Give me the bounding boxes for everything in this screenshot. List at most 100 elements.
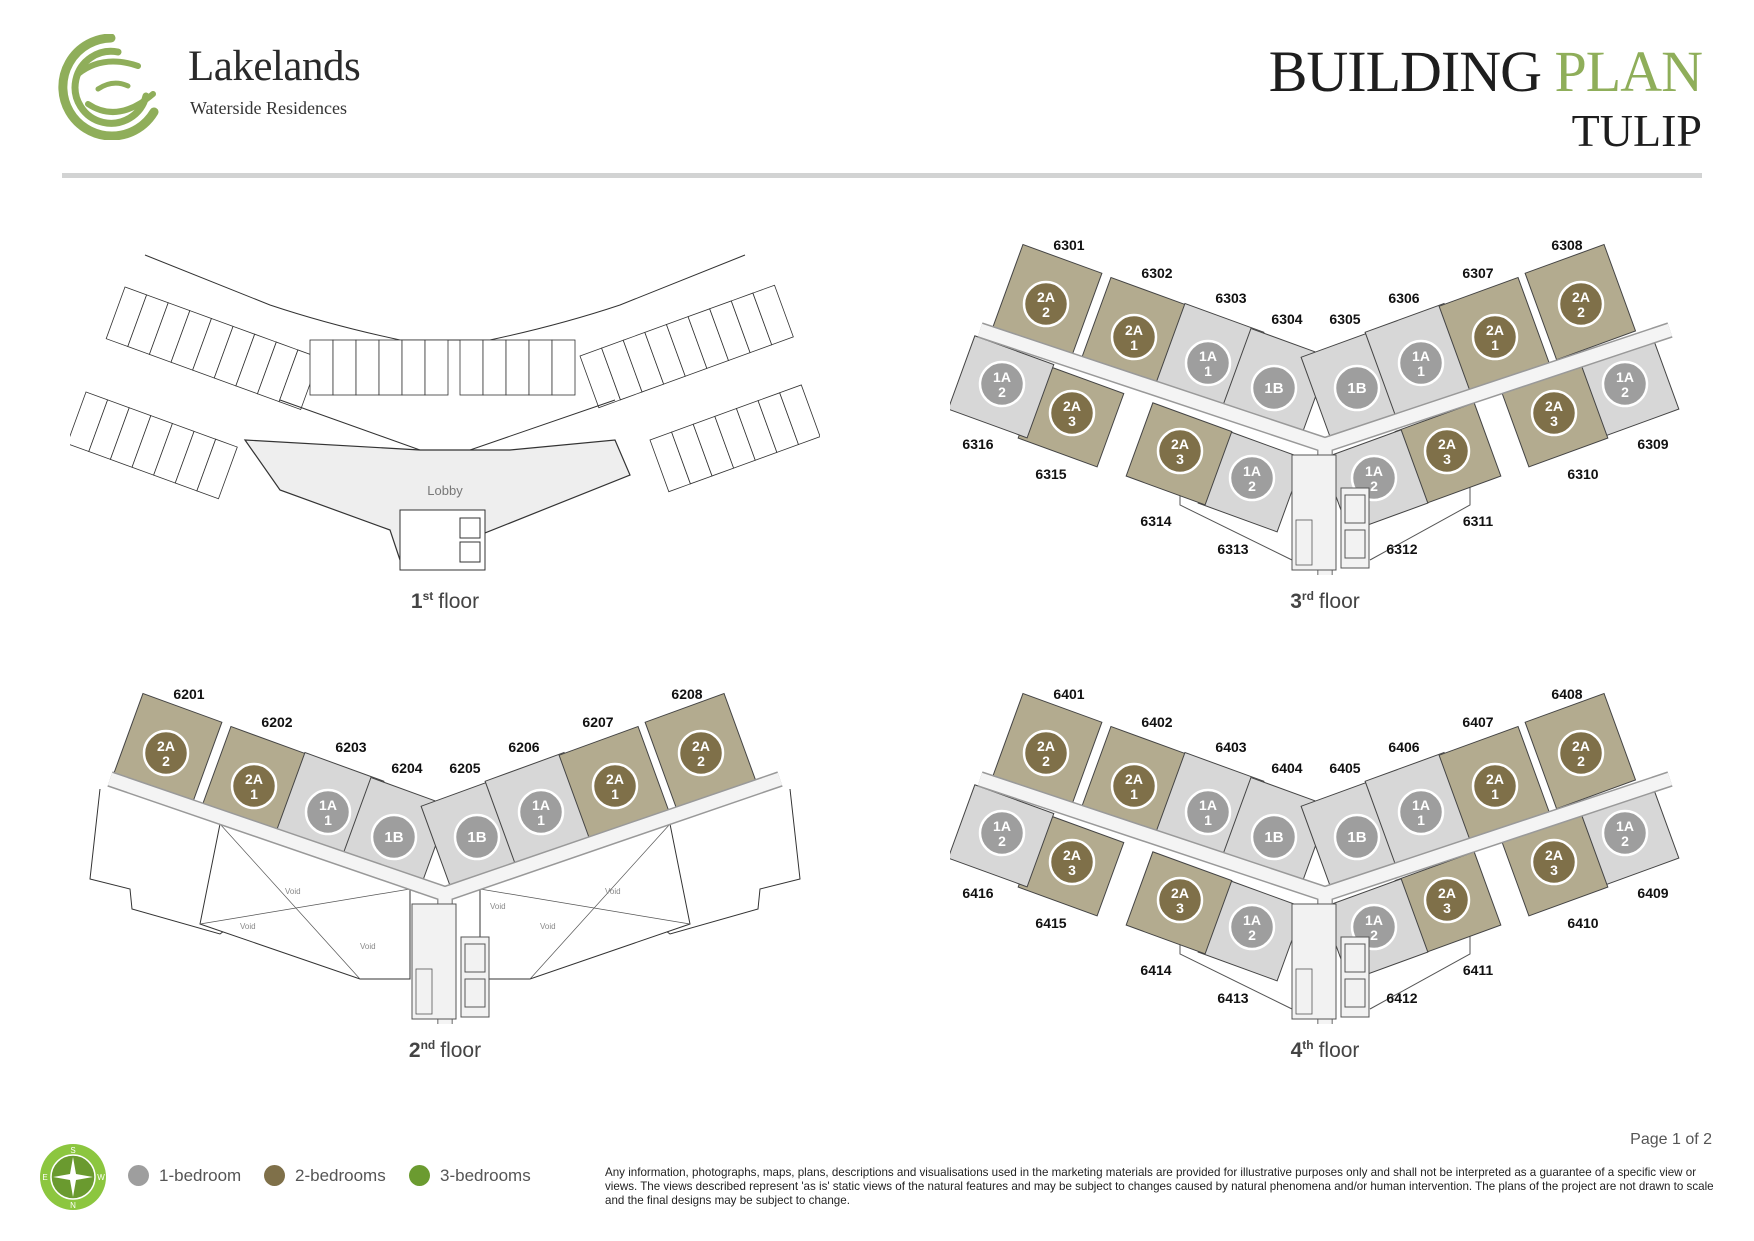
unit-number: 6402 — [1141, 714, 1172, 730]
unit-type-badge — [1530, 389, 1578, 437]
unit-type-badge — [230, 762, 278, 810]
void-cross-lines — [199, 823, 691, 980]
unit-6414[interactable]: 2A3 — [1125, 851, 1233, 955]
unit-6206[interactable]: 1A1 — [484, 751, 597, 869]
unit-type: 1A — [1616, 369, 1634, 385]
parking-bay — [309, 339, 334, 396]
brand-name: Lakelands — [188, 43, 361, 90]
parking-bay — [505, 339, 530, 396]
unit-type-badge — [1250, 364, 1298, 412]
unit-type-badge — [978, 360, 1026, 408]
unit-type: 1A — [1365, 463, 1383, 479]
unit-6316[interactable]: 1A2 — [950, 335, 1055, 439]
legend-dot-3-bedrooms — [409, 1165, 430, 1186]
unit-variant: 3 — [1550, 862, 1558, 878]
unit-6308[interactable]: 2A2 — [1524, 243, 1637, 361]
elevator — [464, 978, 486, 1008]
unit-type-badge — [1110, 313, 1158, 361]
void-label: Void — [490, 902, 506, 911]
unit-variant: 2 — [998, 384, 1006, 400]
unit-variant: 2 — [1248, 927, 1256, 943]
entrance-canopy — [279, 399, 616, 451]
unit-number: 6408 — [1551, 686, 1582, 702]
unit-number: 6206 — [508, 739, 539, 755]
unit-6408[interactable]: 2A2 — [1524, 692, 1637, 810]
unit-6301[interactable]: 2A2 — [990, 243, 1103, 361]
unit-type-badge — [1184, 339, 1232, 387]
unit-number: 6407 — [1462, 714, 1493, 730]
unit-variant: 3 — [1443, 451, 1451, 467]
unit-type: 2A — [1171, 436, 1189, 452]
unit-6406[interactable]: 1A1 — [1364, 751, 1477, 869]
unit-type-badge — [1557, 729, 1605, 777]
unit-number: 6415 — [1035, 915, 1066, 931]
unit-variant: 1 — [1204, 812, 1212, 828]
unit-type: 2A — [1486, 322, 1504, 338]
stairs — [1295, 968, 1313, 1015]
parking-row — [105, 286, 321, 410]
lobby-label: Lobby — [427, 483, 463, 498]
unit-variant: 1 — [537, 812, 545, 828]
unit-number: 6304 — [1271, 311, 1302, 327]
unit-6201[interactable]: 2A2 — [110, 692, 223, 810]
unit-6407[interactable]: 2A1 — [1438, 725, 1551, 843]
parking-bay — [482, 339, 507, 396]
parking-bay — [459, 339, 484, 396]
unit-number: 6306 — [1388, 290, 1419, 306]
unit-type: 1B — [1264, 380, 1283, 397]
unit-6314[interactable]: 2A3 — [1125, 402, 1233, 506]
unit-variant: 2 — [1042, 753, 1050, 769]
unit-type-badge — [1471, 313, 1519, 361]
unit-variant: 3 — [1068, 862, 1076, 878]
unit-number: 6315 — [1035, 466, 1066, 482]
stairs — [1295, 519, 1313, 566]
unit-type-badge — [677, 729, 725, 777]
unit-6207[interactable]: 2A1 — [558, 725, 671, 843]
unit-6311[interactable]: 2A3 — [1394, 402, 1502, 506]
floor-ordinal: rd — [1302, 589, 1314, 603]
header-divider — [62, 173, 1702, 178]
unit-6310[interactable]: 2A3 — [1501, 364, 1609, 468]
void-label: Void — [605, 887, 621, 896]
unit-variant: 3 — [1068, 413, 1076, 429]
parking-row — [579, 284, 794, 409]
unit-type-badge — [304, 788, 352, 836]
floor-word: floor — [1319, 590, 1360, 613]
unit-type: 2A — [157, 738, 175, 754]
unit-type: 1A — [1412, 797, 1430, 813]
parking-row — [459, 339, 576, 396]
unit-6302[interactable]: 2A1 — [1078, 276, 1191, 394]
unit-type-badge — [1022, 729, 1070, 777]
parking-bay — [752, 284, 794, 346]
unit-number: 6313 — [1217, 541, 1248, 557]
unit-type-badge — [1601, 809, 1649, 857]
unit-type-badge — [453, 813, 501, 861]
unit-6416[interactable]: 1A2 — [950, 784, 1055, 888]
floor-ordinal: nd — [421, 1038, 436, 1052]
unit-variant: 3 — [1443, 900, 1451, 916]
unit-type-badge — [1471, 762, 1519, 810]
compass-w: W — [97, 1173, 105, 1182]
unit-variant: 1 — [250, 786, 258, 802]
unit-variant: 1 — [1491, 786, 1499, 802]
unit-6208[interactable]: 2A2 — [644, 692, 757, 810]
unit-number: 6316 — [962, 436, 993, 452]
unit-6306[interactable]: 1A1 — [1364, 302, 1477, 420]
unit-6203[interactable]: 1A1 — [272, 751, 385, 869]
unit-6313[interactable]: 1A2 — [1197, 429, 1305, 533]
unit-variant: 2 — [697, 753, 705, 769]
floor-drawing: VoidVoidVoidVoidVoidVoid2A262012A162021A… — [89, 686, 801, 1062]
unit-6402[interactable]: 2A1 — [1078, 725, 1191, 843]
unit-number: 6309 — [1637, 436, 1668, 452]
unit-type-badge — [1228, 903, 1276, 951]
unit-6411[interactable]: 2A3 — [1394, 851, 1502, 955]
parking-bay — [196, 438, 238, 500]
unit-variant: 2 — [1370, 927, 1378, 943]
floor-number: 3 — [1290, 590, 1302, 613]
unit-6410[interactable]: 2A3 — [1501, 813, 1609, 917]
stair-core — [1291, 903, 1337, 1020]
